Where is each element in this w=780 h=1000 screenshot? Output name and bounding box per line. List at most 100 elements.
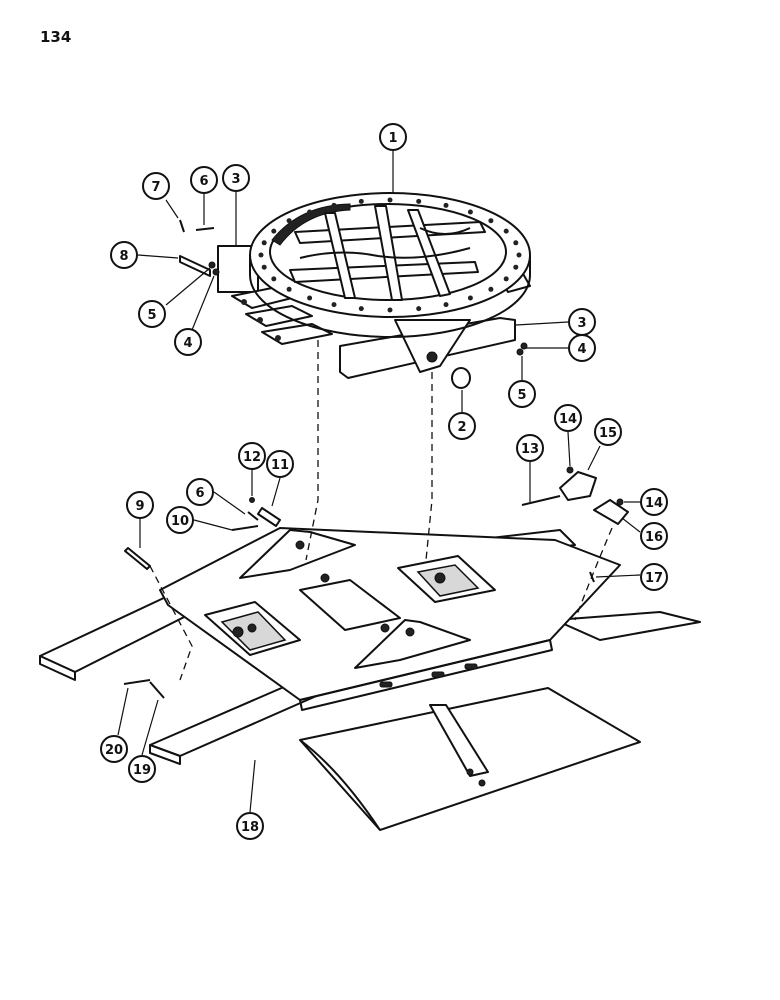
bolt-hole (503, 276, 509, 282)
callout-4-right: 4 (568, 334, 596, 362)
hub-hole (426, 351, 438, 363)
bolt-hole (261, 264, 267, 270)
callout-6-upper: 6 (190, 166, 218, 194)
bolt-hole (358, 306, 364, 312)
bolt-hole (331, 202, 337, 208)
center-opening (299, 579, 401, 631)
svg-text:15: 15 (599, 426, 617, 441)
lower-bracket (354, 619, 471, 669)
callout-10: 10 (166, 506, 194, 534)
bolt-hole (443, 202, 449, 208)
callout-5-left: 5 (138, 300, 166, 328)
bolt-hole (258, 252, 264, 258)
svg-text:12: 12 (243, 450, 261, 465)
callout-17: 17 (640, 563, 668, 591)
callout-15: 15 (594, 418, 622, 446)
svg-text:5: 5 (147, 308, 156, 323)
svg-text:3: 3 (231, 172, 240, 187)
gusset (429, 704, 489, 777)
upper-bracket (239, 529, 356, 579)
bolt-7 (179, 219, 185, 233)
small-parts (123, 219, 629, 699)
pin-20 (123, 679, 151, 685)
callout-6-lower: 6 (186, 478, 214, 506)
pin-19 (149, 681, 165, 699)
bolt-hole (416, 306, 422, 312)
callout-3-right: 3 (568, 308, 596, 336)
svg-text:5: 5 (517, 388, 526, 403)
pin-9 (124, 547, 151, 570)
callout-9: 9 (126, 491, 154, 519)
callout-11: 11 (266, 450, 294, 478)
bolt-hole (307, 209, 313, 215)
ring-side (249, 255, 531, 338)
callout-16: 16 (640, 522, 668, 550)
turntable-ring-assembly (217, 192, 531, 379)
callout-1: 1 (379, 123, 407, 151)
bolt-hole (513, 240, 519, 246)
svg-text:4: 4 (183, 336, 192, 351)
bolt-hole (488, 286, 494, 292)
bolt-hole (358, 198, 364, 204)
callouts: 1 2 3 3 4 4 5 5 6 6 7 8 9 10 11 12 13 14… (100, 123, 668, 840)
svg-text:20: 20 (105, 743, 123, 758)
svg-text:14: 14 (559, 412, 577, 427)
svg-text:18: 18 (241, 820, 259, 835)
bracket-15 (559, 471, 597, 501)
bushing-2 (451, 367, 471, 389)
pin-8 (179, 255, 211, 277)
bolt-hole (271, 228, 277, 234)
pin-11 (257, 507, 281, 527)
callout-14-lower: 14 (640, 488, 668, 516)
callout-14-upper: 14 (554, 404, 582, 432)
svg-text:11: 11 (271, 458, 289, 473)
svg-text:7: 7 (151, 180, 160, 195)
leader-lines (117, 151, 641, 813)
svg-text:6: 6 (199, 174, 208, 189)
pin-10 (231, 525, 259, 531)
svg-text:16: 16 (645, 530, 663, 545)
deck-slots (320, 573, 478, 688)
ring-bolt-holes (258, 197, 522, 313)
bracket-16 (593, 499, 629, 525)
pin-6-upper (195, 227, 215, 231)
nut-5 (208, 261, 216, 269)
bolt-hole (387, 307, 393, 313)
svg-text:9: 9 (135, 499, 144, 514)
clip-12 (249, 497, 255, 503)
svg-text:1: 1 (388, 131, 397, 146)
right-arm (554, 611, 701, 641)
svg-text:6: 6 (195, 486, 204, 501)
internal-ribs (289, 205, 486, 301)
callout-20: 20 (100, 735, 128, 763)
bolt-hole (467, 295, 473, 301)
bolt-hole (513, 264, 519, 270)
callout-7: 7 (142, 172, 170, 200)
callout-2: 2 (448, 412, 476, 440)
svg-text:10: 10 (171, 514, 189, 529)
svg-text:19: 19 (133, 763, 151, 778)
svg-text:8: 8 (119, 249, 128, 264)
callout-19: 19 (128, 755, 156, 783)
alignment-lines (149, 340, 613, 681)
callout-13: 13 (516, 434, 544, 462)
bolt-hole (516, 252, 522, 258)
bolt-hole (331, 302, 337, 308)
bolt-hole (271, 276, 277, 282)
pin-6-lower (247, 511, 259, 521)
bolt-hole (503, 228, 509, 234)
callout-3-left: 3 (222, 164, 250, 192)
bolt-hole (286, 218, 292, 224)
callout-5-right: 5 (508, 380, 536, 408)
callout-12: 12 (238, 442, 266, 470)
bolt-hole (467, 209, 473, 215)
nut-14b (616, 498, 624, 506)
callout-8: 8 (110, 241, 138, 269)
washer-4b (520, 342, 528, 350)
svg-text:14: 14 (645, 496, 663, 511)
svg-text:13: 13 (521, 442, 539, 457)
nut-14a (566, 466, 574, 474)
washer-4 (212, 268, 220, 276)
frame-assembly (39, 527, 701, 831)
